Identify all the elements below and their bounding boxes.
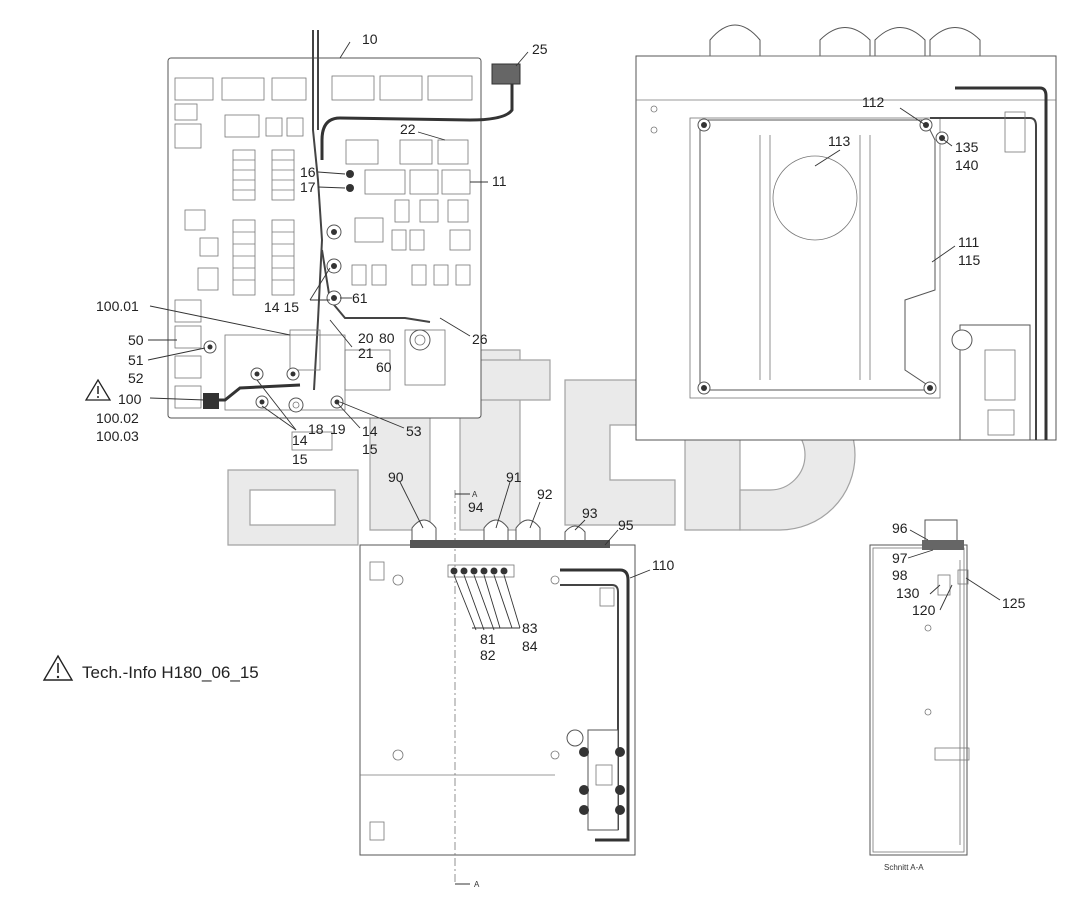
callout-84: 84 — [522, 638, 538, 654]
callout-81: 81 — [480, 631, 496, 647]
section-mark-top: A — [472, 490, 478, 499]
electrical-panel — [167, 30, 521, 451]
tank-assembly — [635, 24, 1057, 441]
callout-92: 92 — [537, 486, 553, 502]
callout-120: 120 — [912, 602, 936, 618]
callout-21: 21 — [358, 345, 374, 361]
callout-15-left: 15 — [292, 451, 308, 467]
callout-14-15: 14 15 — [264, 299, 299, 315]
warning-triangle-icon — [84, 378, 112, 401]
callout-11: 11 — [492, 173, 507, 189]
callout-115: 115 — [958, 252, 981, 268]
tech-info-note: Tech.-Info H180_06_15 — [82, 663, 259, 682]
callout-53: 53 — [406, 423, 422, 439]
callout-112: 112 — [862, 94, 885, 110]
callout-91: 91 — [506, 469, 522, 485]
callout-110: 110 — [652, 557, 675, 573]
callout-18: 18 — [308, 421, 324, 437]
callout-94: 94 — [468, 499, 484, 515]
callout-90: 90 — [388, 469, 404, 485]
callout-96: 96 — [892, 520, 908, 536]
callout-60: 60 — [376, 359, 392, 375]
callout-98: 98 — [892, 567, 908, 583]
section-caption: Schnitt A-A — [884, 863, 924, 872]
callout-14-left: 14 — [292, 432, 308, 448]
callout-17: 17 — [300, 179, 316, 195]
callout-100-03: 100.03 — [96, 428, 139, 444]
callout-97: 97 — [892, 550, 908, 566]
callout-100-01: 100.01 — [96, 298, 139, 314]
callout-140: 140 — [955, 157, 979, 173]
callout-labels: 10 25 22 11 16 17 14 15 61 26 100.01 50 … — [96, 31, 1026, 889]
warning-triangle-icon — [42, 654, 74, 681]
leader-lines — [147, 41, 1001, 885]
callout-130: 130 — [896, 585, 920, 601]
callout-14-right: 14 — [362, 423, 378, 439]
callout-100: 100 — [118, 391, 142, 407]
callout-10: 10 — [362, 31, 378, 47]
callout-83: 83 — [522, 620, 538, 636]
section-mark-bottom: A — [474, 880, 480, 889]
callout-25: 25 — [532, 41, 548, 57]
callout-15-right: 15 — [362, 441, 378, 457]
callout-111: 111 — [958, 234, 979, 250]
callout-93: 93 — [582, 505, 598, 521]
callout-52: 52 — [128, 370, 144, 386]
callout-95: 95 — [618, 517, 634, 533]
callout-100-02: 100.02 — [96, 410, 139, 426]
callout-135: 135 — [955, 139, 979, 155]
callout-50: 50 — [128, 332, 144, 348]
callout-51: 51 — [128, 352, 144, 368]
lower-plate — [359, 490, 636, 885]
callout-113: 113 — [828, 133, 851, 149]
callout-80: 80 — [379, 330, 395, 346]
callout-20: 20 — [358, 330, 374, 346]
callout-19: 19 — [330, 421, 346, 437]
callout-22: 22 — [400, 121, 416, 137]
callout-16: 16 — [300, 164, 316, 180]
callout-125: 125 — [1002, 595, 1026, 611]
callout-26: 26 — [472, 331, 488, 347]
callout-61: 61 — [352, 290, 368, 306]
callout-82: 82 — [480, 647, 496, 663]
section-a-a — [869, 519, 970, 856]
